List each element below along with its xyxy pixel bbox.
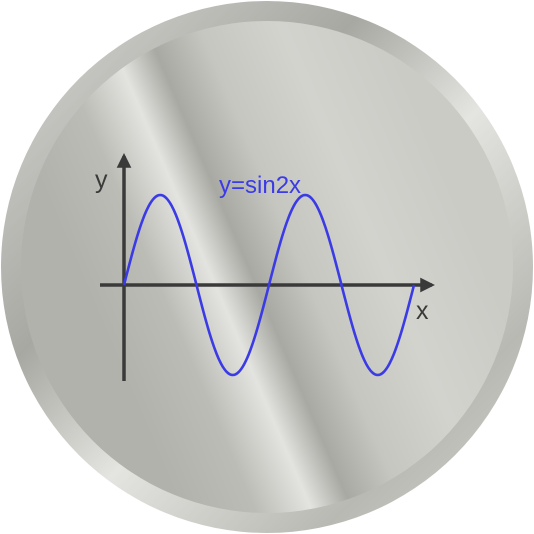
- function-label: y=sin2x: [219, 172, 301, 199]
- y-axis-label: y: [95, 166, 108, 194]
- sine-curve: [122, 193, 416, 377]
- x-axis-label: x: [416, 297, 429, 325]
- badge-face: [21, 21, 513, 513]
